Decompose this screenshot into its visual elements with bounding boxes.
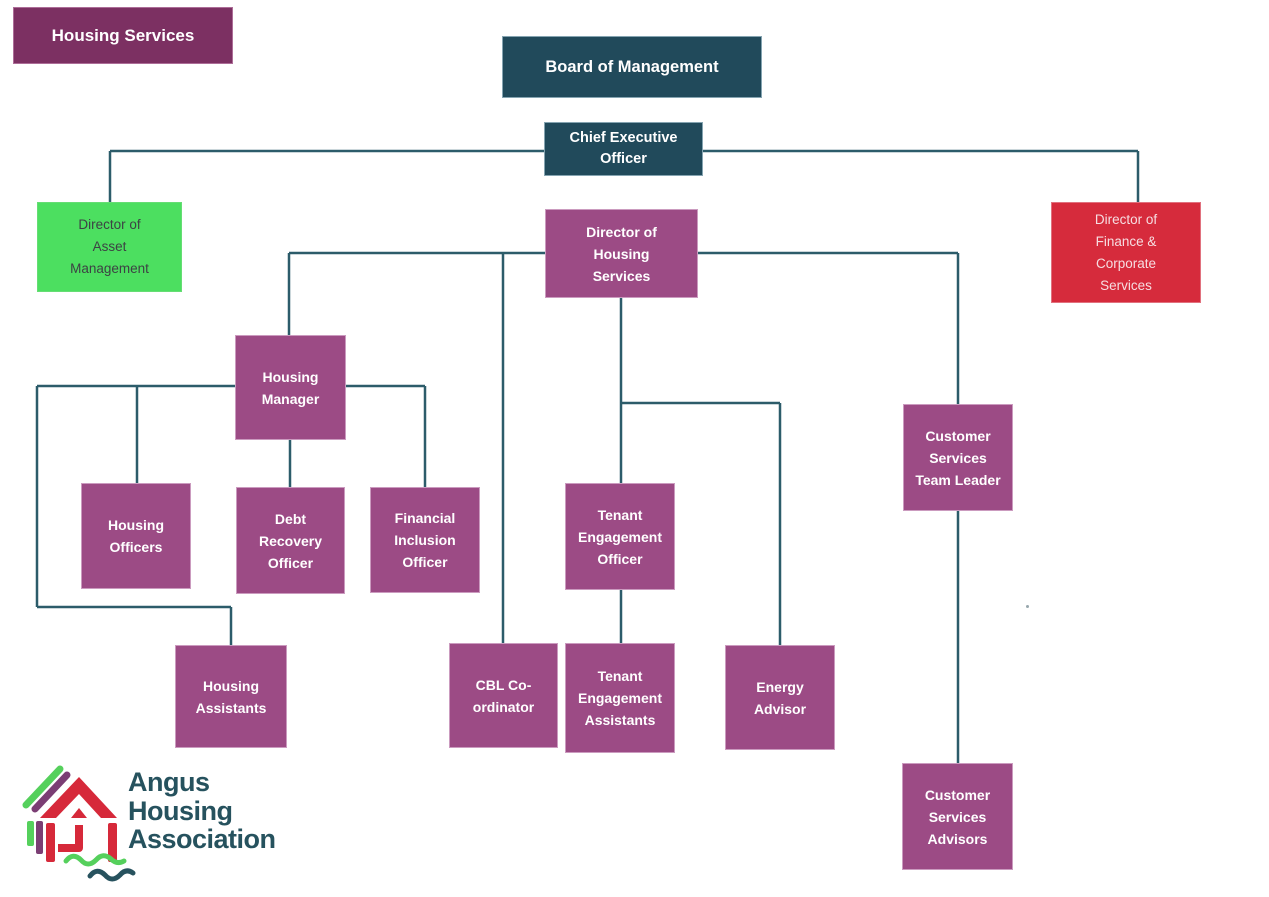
org-node-cbl-coordinator: CBL Co- ordinator <box>449 643 558 748</box>
logo-word-housing: Housing <box>128 795 233 826</box>
org-node-housing-officers: Housing Officers <box>81 483 191 589</box>
org-node-tenant-engagement-assistants: Tenant Engagement Assistants <box>565 643 675 753</box>
org-node-debt-recovery-officer: Debt Recovery Officer <box>236 487 345 594</box>
page-title-banner: Housing Services <box>13 7 233 64</box>
org-node-tenant-engagement-officer: Tenant Engagement Officer <box>565 483 675 590</box>
org-node-board-of-management: Board of Management <box>502 36 762 98</box>
logo-house-icon <box>22 765 136 882</box>
logo-wordmark: Angus Housing Association <box>128 768 276 854</box>
org-node-director-finance-corporate: Director of Finance & Corporate Services <box>1051 202 1201 303</box>
org-node-housing-manager: Housing Manager <box>235 335 346 440</box>
org-node-director-asset-management: Director of Asset Management <box>37 202 182 292</box>
org-node-customer-services-team-leader: Customer Services Team Leader <box>903 404 1013 511</box>
org-node-chief-executive-officer: Chief Executive Officer <box>544 122 703 176</box>
org-node-customer-services-advisors: Customer Services Advisors <box>902 763 1013 870</box>
org-node-energy-advisor: Energy Advisor <box>725 645 835 750</box>
logo-word-association: Association <box>128 824 276 854</box>
org-node-director-housing-services: Director of Housing Services <box>545 209 698 298</box>
org-node-financial-inclusion-officer: Financial Inclusion Officer <box>370 487 480 593</box>
angus-housing-association-logo: Angus Housing Association <box>20 758 320 890</box>
org-node-housing-assistants: Housing Assistants <box>175 645 287 748</box>
stray-mark <box>1026 605 1029 608</box>
logo-word-angus: Angus <box>128 767 210 797</box>
